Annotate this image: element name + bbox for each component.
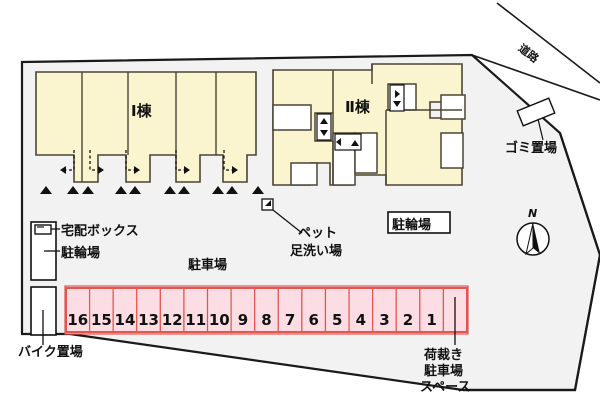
- parking-stall-number: 7: [285, 311, 295, 329]
- bicycle-parking-left-label: 駐輪場: [61, 246, 101, 261]
- loading-space-label-1: 荷裁き: [424, 348, 464, 363]
- building-2-interior-lines: [332, 64, 462, 185]
- parking-stall-number: 3: [379, 311, 389, 329]
- parking-stall-number: 6: [308, 311, 318, 329]
- delivery-box-label: 宅配ボックス: [61, 224, 139, 239]
- building-1: [35, 71, 257, 183]
- building-1-entry-paths: [64, 150, 234, 171]
- parking-stall-number: 1: [426, 311, 436, 329]
- parking-stall-number: 4: [356, 311, 366, 329]
- parking-stall-number: 12: [162, 311, 183, 329]
- parking-stall-number: 11: [185, 311, 206, 329]
- compass-rose: [516, 222, 550, 256]
- parking-stall-number: 16: [67, 311, 88, 329]
- site-bevel-edge: [463, 132, 600, 392]
- refuse-area-label: ゴミ置場: [505, 141, 558, 156]
- parking-area-label: 駐車場: [188, 258, 228, 273]
- parking-stall-number: 13: [138, 311, 159, 329]
- pet-wash-label-2: 足洗い場: [290, 244, 343, 259]
- loading-space-label-3: スペース: [420, 380, 471, 395]
- compass-north-label: N: [528, 207, 538, 220]
- parking-stall-number: 15: [91, 311, 112, 329]
- parking-stall-number: 5: [332, 311, 342, 329]
- pet-wash-label-1: ペット: [298, 226, 338, 241]
- building-1-label: Ⅰ棟: [131, 102, 152, 120]
- bicycle-parking-right-box: [387, 211, 451, 234]
- bicycle-parking-right-label: 駐輪場: [392, 218, 432, 233]
- pet-wash-marker: [261, 198, 303, 234]
- parking-stall-number: 14: [115, 311, 136, 329]
- building-2-stair-arrows: [316, 84, 405, 151]
- motorcycle-parking-label: バイク置場: [18, 345, 83, 360]
- building-1-stall-markers: [40, 186, 264, 194]
- parking-stall-number: 10: [209, 311, 230, 329]
- parking-stall-number: 8: [261, 311, 271, 329]
- parking-stall-number: 9: [238, 311, 248, 329]
- refuse-area: [516, 97, 556, 141]
- road-lines: [471, 2, 600, 101]
- loading-space-label-2: 駐車場: [424, 364, 464, 379]
- parking-row-border: [65, 287, 468, 333]
- building-2-label: Ⅱ棟: [345, 98, 370, 116]
- parking-stall-number: 2: [403, 311, 413, 329]
- delivery-and-bicycle-area: [30, 221, 60, 345]
- building-1-door-arrows: [60, 166, 238, 174]
